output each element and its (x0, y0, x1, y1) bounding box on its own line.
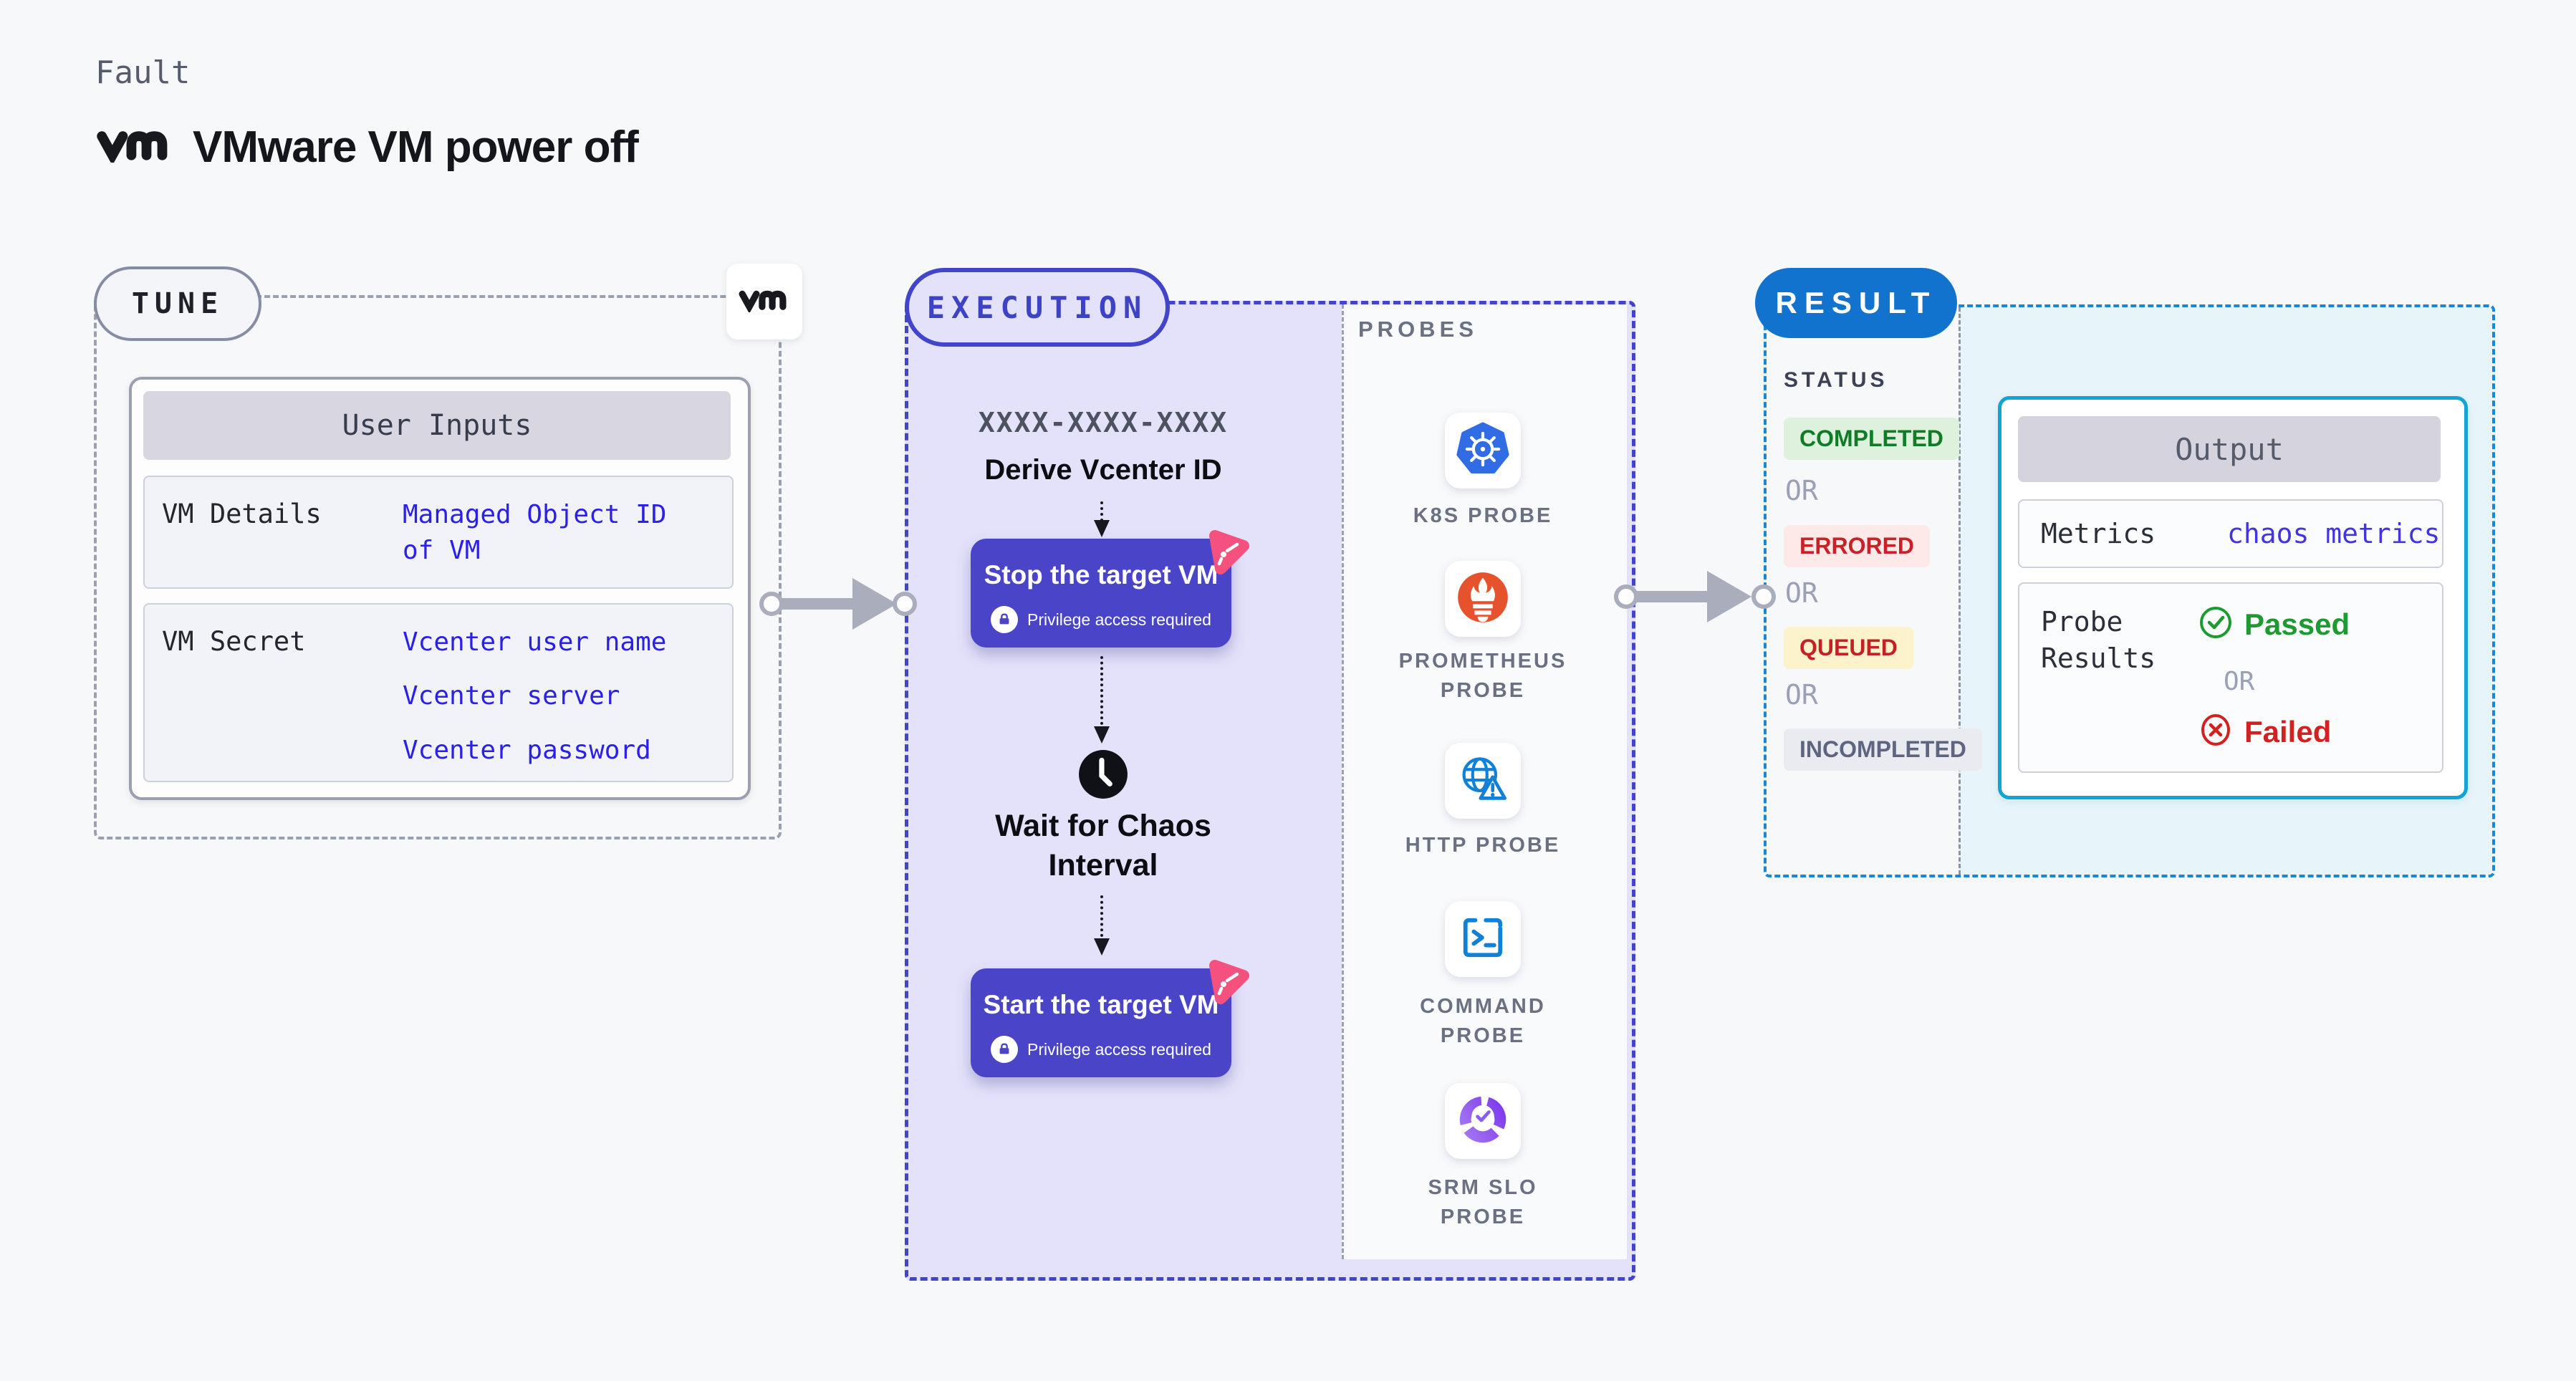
connector-dot (1751, 584, 1776, 609)
row-value: Vcenter user name (403, 627, 667, 657)
probe-label: K8S PROBE (1413, 504, 1553, 527)
litmus-chaos-icon (1198, 954, 1252, 1012)
terminal-icon (1456, 910, 1510, 968)
or-separator: OR (2224, 667, 2255, 696)
user-inputs-header: User Inputs (143, 391, 731, 460)
wait-chaos-interval-step: Wait for Chaos Interval (995, 809, 1211, 883)
title-row: VMware VM power off (95, 122, 639, 173)
lock-icon (991, 1036, 1019, 1063)
derive-vcenter-step: Derive Vcenter ID (984, 454, 1222, 486)
failed-verdict: Failed (2198, 713, 2331, 751)
vcenter-id-mask: XXXX-XXXX-XXXX (978, 407, 1229, 438)
page-title: VMware VM power off (193, 122, 639, 172)
probes-title: PROBES (1358, 317, 1478, 342)
metrics-value: chaos metrics (2227, 518, 2441, 549)
probe-card-command[interactable] (1445, 901, 1521, 977)
row-values: Vcenter user name Vcenter server Vcenter… (403, 625, 711, 786)
execution-pill: EXECUTION (905, 268, 1170, 347)
down-arrowhead-icon (1094, 520, 1110, 537)
vmware-logo-icon (738, 288, 791, 316)
vmware-card (726, 264, 802, 340)
clock-icon (1077, 749, 1129, 804)
table-row-vm-details: VM Details Managed Object ID of VM (143, 476, 734, 589)
flow-dotted-line (1100, 656, 1103, 725)
stop-target-vm-button[interactable]: Stop the target VM Privilege access requ… (971, 539, 1231, 648)
row-value: Managed Object ID of VM (403, 500, 667, 566)
probe-label: COMMAND PROBE (1420, 995, 1546, 1047)
or-separator: OR (1785, 679, 1818, 711)
kubernetes-icon (1456, 422, 1510, 480)
check-circle-icon (2198, 605, 2233, 643)
output-header: Output (2018, 416, 2441, 482)
passed-verdict: Passed (2198, 605, 2350, 643)
vmware-logo-icon (95, 128, 174, 166)
flow-arrow-line (1637, 591, 1708, 602)
flow-dotted-line (1100, 895, 1103, 937)
start-target-vm-button[interactable]: Start the target VM Privilege access req… (971, 968, 1231, 1077)
output-row-probe-results: Probe Results Passed OR Failed (2018, 582, 2443, 773)
result-pill: RESULT (1755, 268, 1957, 338)
down-arrowhead-icon (1094, 726, 1110, 744)
probe-card-srm-slo[interactable] (1445, 1083, 1521, 1159)
connector-dot (1614, 584, 1638, 609)
privilege-note: Privilege access required (1027, 610, 1211, 629)
table-row-vm-secret: VM Secret Vcenter user name Vcenter serv… (143, 603, 734, 782)
probe-card-k8s[interactable] (1445, 413, 1521, 489)
probe-label: PROMETHEUS PROBE (1398, 650, 1567, 702)
probe-card-prometheus[interactable] (1445, 561, 1521, 637)
output-row-metrics: Metrics chaos metrics (2018, 499, 2443, 568)
or-separator: OR (1785, 577, 1818, 609)
row-value: Vcenter password (403, 735, 651, 765)
flow-arrowhead-icon (852, 578, 897, 630)
fault-kicker: Fault (95, 54, 191, 91)
status-badge-errored: ERRORED (1784, 525, 1931, 567)
connector-dot (759, 592, 784, 616)
connector-dot (893, 592, 917, 616)
flow-dotted-line (1100, 501, 1103, 521)
privilege-note: Privilege access required (1027, 1039, 1211, 1059)
x-circle-icon (2198, 713, 2233, 751)
stop-button-label: Stop the target VM (984, 560, 1219, 590)
down-arrowhead-icon (1094, 938, 1110, 956)
slo-donut-icon (1456, 1092, 1510, 1150)
row-label: VM Details (162, 499, 322, 529)
probe-label: HTTP PROBE (1405, 834, 1561, 857)
row-value: Vcenter server (403, 681, 620, 711)
tune-section-box (94, 295, 782, 839)
start-button-label: Start the target VM (983, 990, 1219, 1019)
status-badge-queued: QUEUED (1784, 627, 1913, 669)
probe-label: SRM SLO PROBE (1428, 1176, 1538, 1228)
http-globe-icon (1456, 752, 1510, 810)
probe-card-http[interactable] (1445, 743, 1521, 819)
prometheus-icon (1456, 570, 1510, 628)
flow-arrowhead-icon (1707, 571, 1751, 622)
lock-icon (991, 606, 1019, 633)
passed-label: Passed (2244, 607, 2350, 641)
failed-label: Failed (2244, 714, 2332, 749)
status-badge-completed: COMPLETED (1784, 418, 1959, 460)
tune-pill: TUNE (94, 266, 261, 341)
probe-results-label: Probe Results (2041, 606, 2156, 675)
litmus-chaos-icon (1198, 524, 1252, 582)
flow-arrow-line (782, 598, 854, 610)
status-title: STATUS (1784, 368, 1888, 392)
status-badge-incompleted: INCOMPLETED (1784, 728, 1982, 771)
row-label: VM Secret (162, 626, 306, 657)
metrics-label: Metrics (2041, 518, 2156, 549)
or-separator: OR (1785, 475, 1818, 506)
